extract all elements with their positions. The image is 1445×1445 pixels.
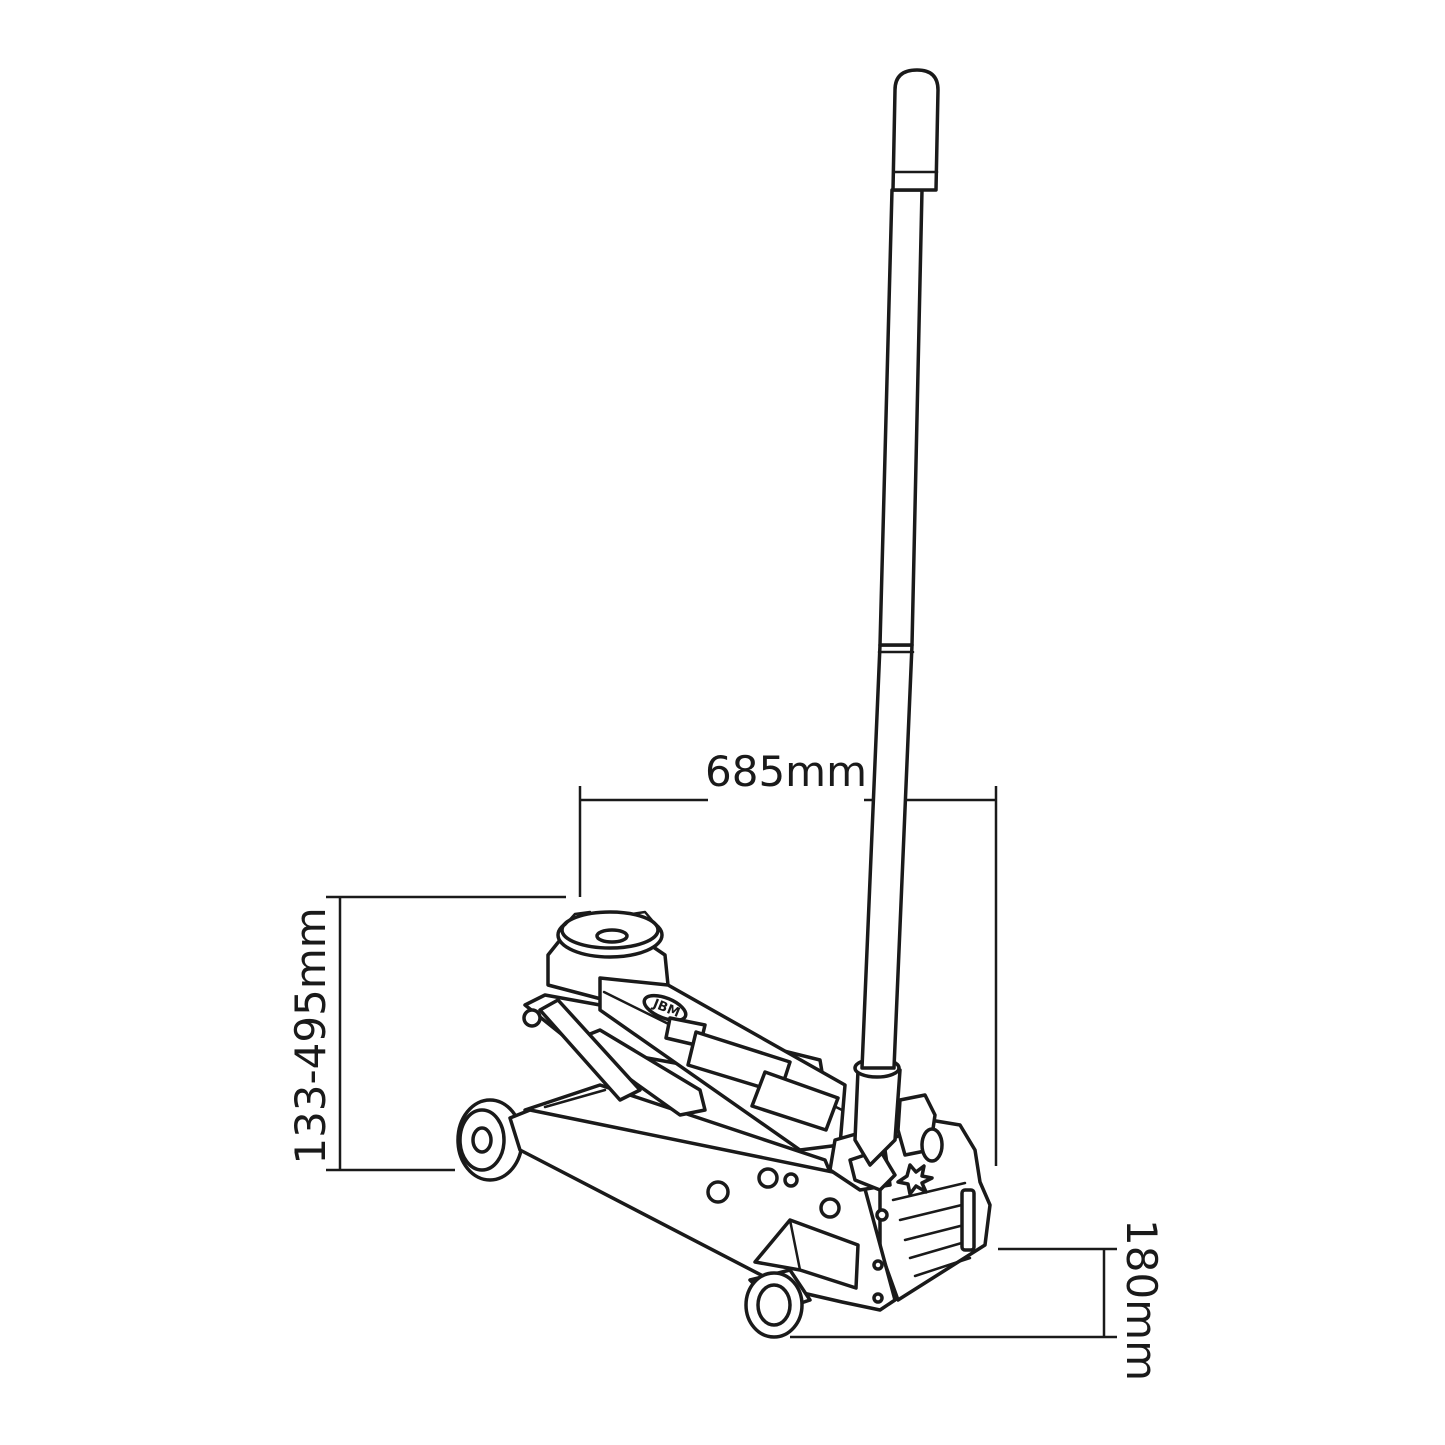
chassis-hole-4 (819, 1197, 841, 1219)
arm-window-lower (750, 1070, 840, 1132)
chassis-hole-6 (872, 1259, 884, 1271)
chassis-hole-2 (757, 1167, 779, 1189)
handle-upper-tube (878, 188, 924, 647)
dimension-lines (326, 786, 1117, 1339)
arm-pivot-bolt (522, 1008, 542, 1028)
brand-logo-badge (642, 993, 688, 1023)
saddle-center-icon (595, 928, 629, 944)
length-label-background (708, 752, 864, 808)
handle (860, 68, 940, 1070)
chassis-hole-7 (872, 1292, 884, 1304)
front-wheel (456, 1098, 524, 1182)
side-chassis-plate (508, 1108, 897, 1312)
length-label: 685mm (705, 747, 867, 796)
linkage (538, 998, 707, 1117)
lifting-arm: JBM (522, 976, 847, 1152)
handle-grip (891, 68, 940, 192)
handle-lower-tube (860, 643, 914, 1070)
chassis-hole-5 (875, 1208, 889, 1222)
chassis-hole-1 (706, 1180, 730, 1204)
height-label: 180mm (1117, 1219, 1166, 1381)
rear-caster-wheel (744, 1268, 812, 1339)
release-valve-icon (896, 1163, 934, 1196)
chassis-hole-3 (783, 1172, 799, 1188)
lift-range-label: 133-495mm (286, 907, 335, 1164)
